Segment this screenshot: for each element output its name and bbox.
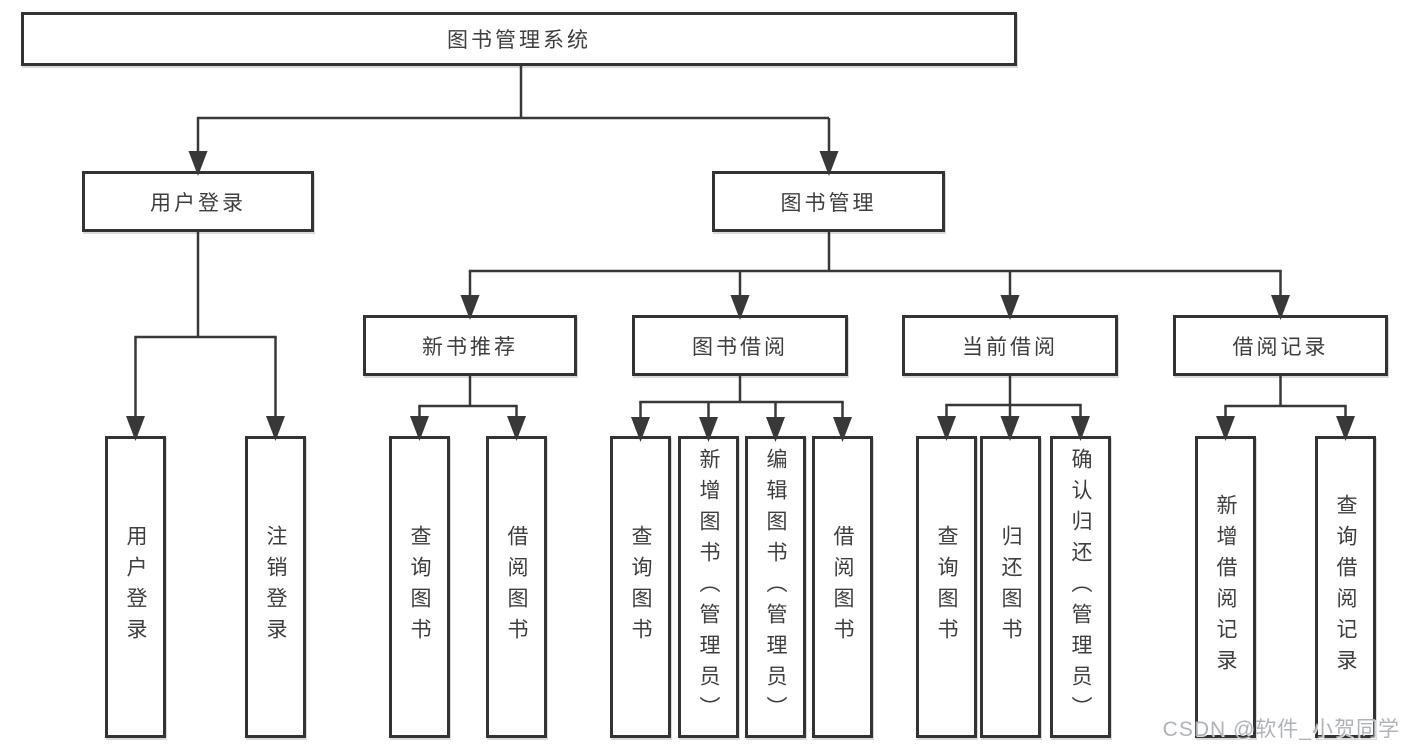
leaf-borrow-books-label: 借阅图书 [831, 525, 854, 649]
leaf-add-borrow-record: 新增借阅记录 [1195, 436, 1256, 738]
node-book-borrowing-label: 图书借阅 [692, 335, 788, 359]
node-new-book-recommend-label: 新书推荐 [422, 335, 518, 359]
node-borrow-records-label: 借阅记录 [1232, 335, 1329, 359]
node-book-management: 图书管理 [712, 171, 945, 232]
node-root: 图书管理系统 [21, 12, 1017, 66]
leaf-edit-books-admin-label: 编辑图书（管理员） [764, 447, 787, 727]
leaf-add-borrow-record-label: 新增借阅记录 [1214, 494, 1237, 680]
leaf-borrow-books: 借阅图书 [812, 436, 873, 738]
csdn-watermark: CSDN @软件_小贺同学 [1162, 718, 1400, 741]
node-book-management-label: 图书管理 [780, 191, 877, 215]
node-user-login-label: 用户登录 [150, 191, 246, 215]
node-root-label: 图书管理系统 [447, 29, 591, 52]
leaf-borrow-books-recommend-label: 借阅图书 [505, 525, 528, 649]
node-current-borrowing-label: 当前借阅 [962, 335, 1058, 359]
leaf-add-books-admin-label: 新增图书（管理员） [697, 447, 720, 727]
leaf-logout: 注销登录 [245, 436, 306, 738]
leaf-user-login: 用户登录 [105, 436, 166, 738]
leaf-return-books-label: 归还图书 [999, 525, 1022, 649]
leaf-query-books-current: 查询图书 [916, 436, 977, 738]
leaf-query-books-recommend: 查询图书 [389, 436, 450, 738]
leaf-confirm-return-admin: 确认归还（管理员） [1050, 436, 1111, 738]
leaf-query-books-borrowing: 查询图书 [610, 436, 671, 738]
leaf-query-books-recommend-label: 查询图书 [408, 525, 431, 649]
leaf-add-books-admin: 新增图书（管理员） [678, 436, 739, 738]
leaf-logout-label: 注销登录 [264, 525, 287, 649]
leaf-query-books-current-label: 查询图书 [935, 525, 958, 649]
leaf-confirm-return-admin-label: 确认归还（管理员） [1069, 447, 1092, 727]
leaf-query-borrow-record: 查询借阅记录 [1315, 436, 1376, 738]
node-borrow-records: 借阅记录 [1173, 315, 1388, 376]
node-new-book-recommend: 新书推荐 [363, 315, 577, 376]
node-current-borrowing: 当前借阅 [902, 315, 1118, 376]
leaf-edit-books-admin: 编辑图书（管理员） [745, 436, 806, 738]
leaf-borrow-books-recommend: 借阅图书 [486, 436, 547, 738]
node-user-login: 用户登录 [82, 171, 314, 232]
leaf-query-books-borrowing-label: 查询图书 [629, 525, 652, 649]
node-book-borrowing: 图书借阅 [632, 315, 848, 376]
leaf-user-login-label: 用户登录 [124, 525, 147, 649]
leaf-return-books: 归还图书 [980, 436, 1041, 738]
leaf-query-borrow-record-label: 查询借阅记录 [1334, 494, 1357, 680]
